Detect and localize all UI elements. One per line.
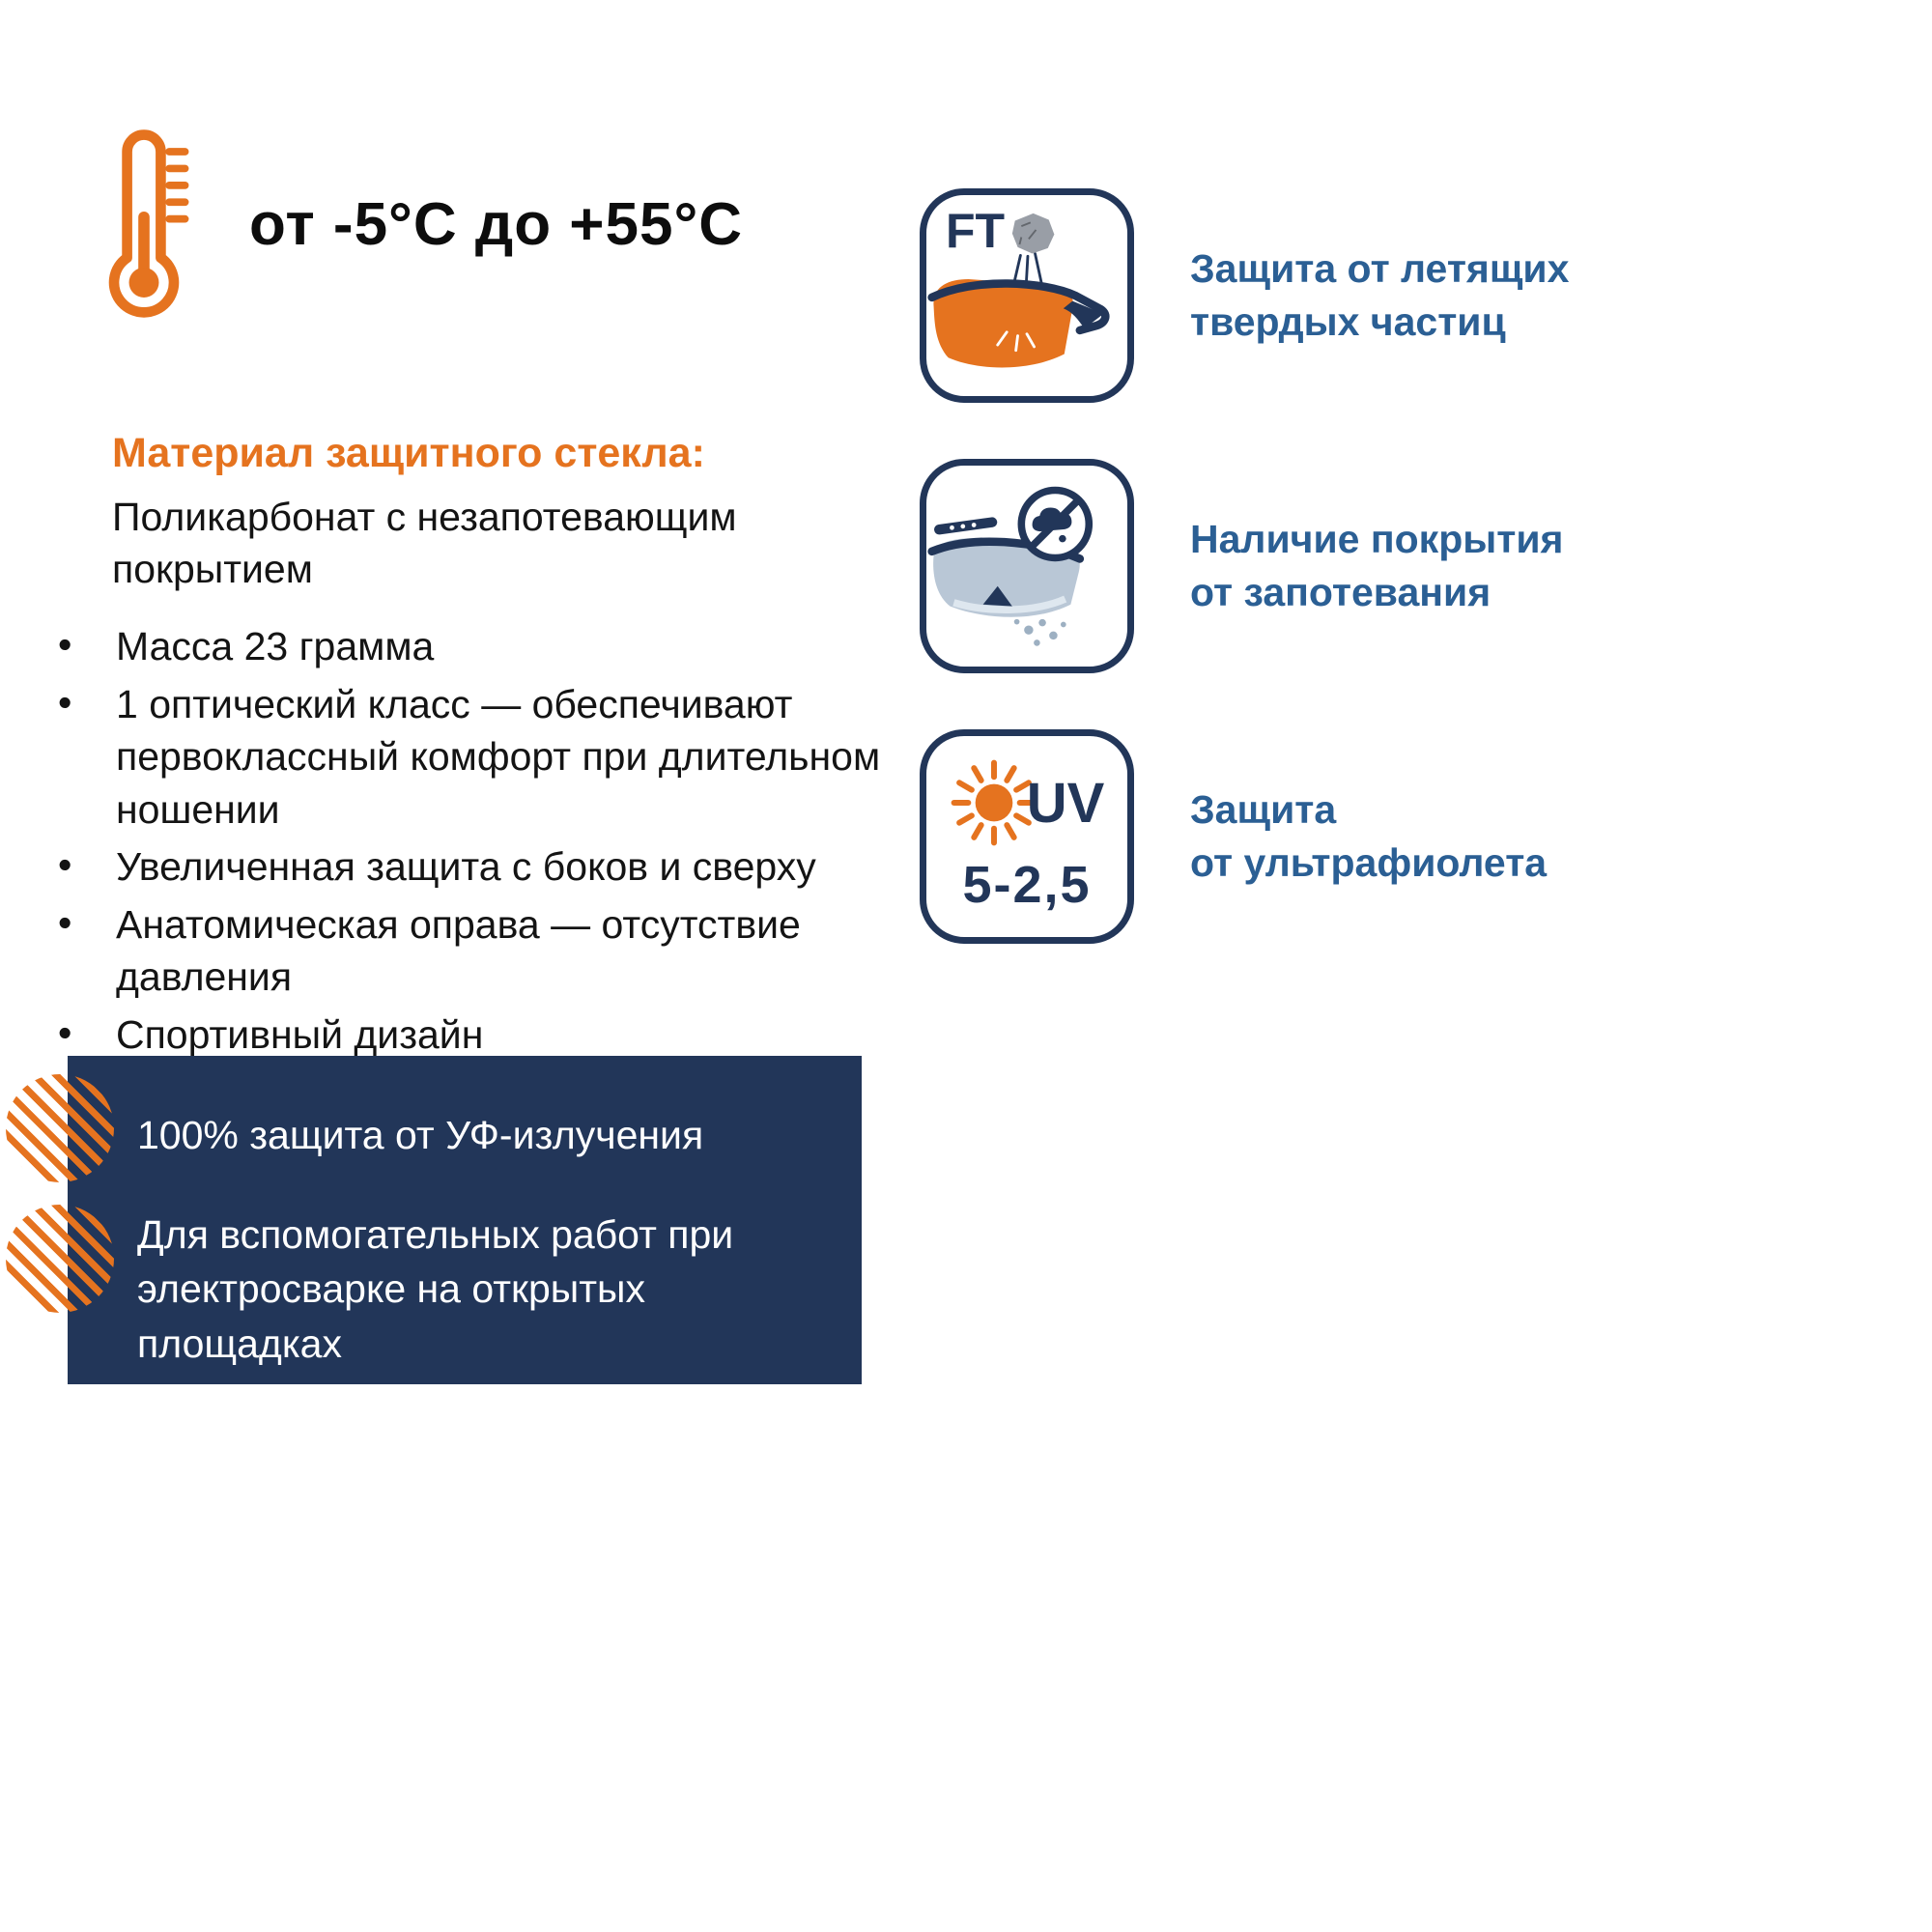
badge-row-antifog: Наличие покрытия от запотевания bbox=[920, 459, 1625, 673]
feature-item: Анатомическая оправа — отсутствие давлен… bbox=[56, 896, 916, 1004]
sun-icon bbox=[951, 759, 1037, 846]
uv-highlight-box: 100% защита от УФ-излучения Для вспомога… bbox=[68, 1056, 862, 1384]
highlight-line-2: Для вспомогательных работ при электросва… bbox=[137, 1211, 734, 1366]
ft-marking: FT bbox=[946, 204, 1006, 258]
feature-item: 1 оптический класс — обеспечивают первок… bbox=[56, 676, 916, 837]
badge-label-impact: Защита от летящих твердых частиц bbox=[1190, 245, 1570, 344]
features-list: Масса 23 грамма 1 оптический класс — обе… bbox=[56, 618, 916, 1065]
badge-label-antifog: Наличие покрытия от запотевания bbox=[1190, 516, 1564, 614]
material-heading: Материал защитного стекла: bbox=[112, 430, 705, 476]
badge-label-uv: Защита от ультрафиолета bbox=[1190, 786, 1548, 885]
temperature-range-text: от -5°С до +55°С bbox=[249, 190, 744, 258]
material-section: Материал защитного стекла: Поликарбонат … bbox=[112, 430, 808, 595]
temperature-range-section: от -5°С до +55°С bbox=[92, 124, 743, 325]
striped-circle-decoration bbox=[6, 1074, 114, 1182]
uv-badge-content: UV 5-2,5 bbox=[926, 736, 1127, 937]
badges-column: FT Защита от летящ bbox=[920, 188, 1625, 944]
badge-row-uv: UV 5-2,5 Защита от ультрафиолета bbox=[920, 729, 1625, 944]
badge-row-impact: FT Защита от летящ bbox=[920, 188, 1625, 403]
uv-protection-badge: UV 5-2,5 bbox=[920, 729, 1134, 944]
impact-protection-badge: FT bbox=[920, 188, 1134, 403]
uv-filter-value: 5-2,5 bbox=[962, 856, 1092, 914]
highlight-line-1: 100% защита от УФ-излучения bbox=[137, 1113, 704, 1157]
thermometer-icon bbox=[108, 129, 189, 318]
material-body: Поликарбонат с незапотевающим покрытием bbox=[112, 495, 737, 592]
feature-item: Увеличенная защита с боков и сверху bbox=[56, 838, 916, 894]
anti-fog-badge bbox=[920, 459, 1134, 673]
flying-particle-icon bbox=[927, 213, 1110, 368]
striped-circle-decoration bbox=[6, 1205, 114, 1313]
feature-item: Спортивный дизайн bbox=[56, 1007, 916, 1062]
uv-marking: UV bbox=[1026, 771, 1105, 835]
feature-item: Масса 23 грамма bbox=[56, 618, 916, 673]
anti-fog-icon bbox=[927, 486, 1094, 646]
